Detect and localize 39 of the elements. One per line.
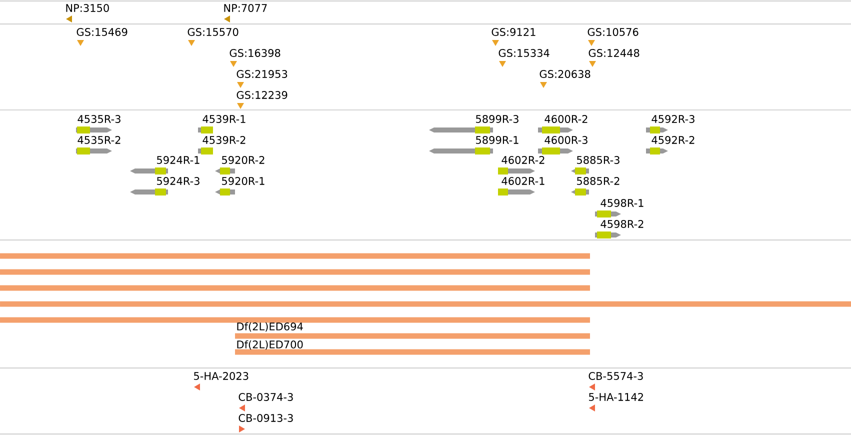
feature-label: 5-HA-1142 <box>589 393 643 401</box>
feature-label: GS:12448 <box>588 49 640 57</box>
feature-label: 4535R-3 <box>78 115 120 123</box>
feature-label: GS:10576 <box>588 28 638 36</box>
feature-label: 4600R-3 <box>544 136 588 144</box>
feature-label: GS:15469 <box>76 28 128 36</box>
feature-label: 4600R-2 <box>544 115 588 123</box>
feature-label: CB-0913-3 <box>238 414 293 422</box>
feature-label: CB-5574-3 <box>588 372 643 380</box>
feature-label: GS:20638 <box>540 70 590 78</box>
feature-label: CB-0374-3 <box>238 393 293 401</box>
feature-label: 4539R-1 <box>202 115 246 123</box>
feature-label: 5920R-1 <box>222 177 264 185</box>
feature-label: 5-HA-2023 <box>194 372 248 380</box>
feature-label: 4535R-2 <box>78 136 120 144</box>
feature-label: 5885R-3 <box>577 156 620 164</box>
feature-label: 5920R-2 <box>222 156 264 164</box>
feature-label: 4539R-2 <box>202 136 246 144</box>
feature-label: Df(2L)ED700 <box>237 340 303 350</box>
feature-label: GS:21953 <box>236 70 288 78</box>
feature-label: 5924R-3 <box>157 177 200 185</box>
feature-label: GS:12239 <box>236 91 288 99</box>
feature-label: 4592R-3 <box>652 115 694 123</box>
feature-label: 5885R-2 <box>577 177 620 185</box>
feature-label: Df(2L)ED694 <box>237 322 303 332</box>
feature-label: 5899R-1 <box>476 136 518 144</box>
feature-label: GS:16398 <box>230 49 280 57</box>
feature-label: 4592R-2 <box>652 136 694 144</box>
feature-label: 4602R-2 <box>502 156 544 164</box>
feature-label: GS:15570 <box>188 28 238 36</box>
feature-label: 5899R-3 <box>476 115 518 123</box>
feature-label: 5924R-1 <box>157 156 200 164</box>
feature-label: 4598R-1 <box>600 199 644 207</box>
feature-label: NP:3150 <box>66 4 109 12</box>
feature-label: 4598R-2 <box>600 220 644 228</box>
feature-label: NP:7077 <box>224 4 267 12</box>
feature-label: GS:9121 <box>492 28 536 36</box>
feature-label: GS:15334 <box>498 49 550 57</box>
feature-label: 4602R-1 <box>502 177 544 185</box>
